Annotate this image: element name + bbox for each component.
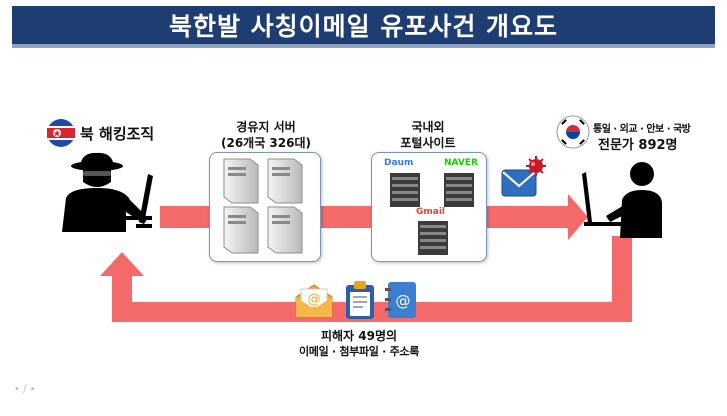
naver-logo: NAVER [444, 158, 478, 168]
arrow-servers-to-portals [320, 206, 372, 228]
korea-flag-icon [556, 115, 590, 149]
targets-line2: 전문가 892명 [598, 138, 678, 153]
malicious-email-icon [500, 156, 548, 202]
victims-line2: 이메일 · 첨부파일 · 주소록 [298, 345, 420, 358]
slide-dots: • ∕ • [14, 384, 36, 395]
attacker-label: 북 해킹조직 [80, 125, 155, 143]
email-envelope-icon: @ [294, 283, 334, 319]
page-title: 북한발 사칭이메일 유포사건 개요도 [12, 6, 715, 48]
arrow-portals-to-targets [486, 194, 588, 240]
server-tower-icons [223, 158, 303, 254]
attachment-clipboard-icon [342, 279, 378, 321]
gmail-logo: Gmail [416, 207, 446, 217]
server-tower-icon [223, 206, 259, 254]
address-book-icon: @ [384, 280, 418, 320]
portals-title: 국내외 [411, 120, 445, 134]
victims-line1: 피해자 49명의 [320, 329, 398, 343]
server-tower-icon [223, 158, 259, 204]
portal-server-icons [390, 173, 474, 255]
server-tower-icon [267, 206, 303, 254]
server-rack-icon [390, 173, 420, 207]
portals-panel: Daum NAVER Gmail [371, 152, 487, 262]
server-rack-icon [444, 173, 474, 207]
daum-logo: Daum [384, 158, 414, 168]
attacker-flag-icon [46, 118, 76, 148]
target-user-icon [576, 158, 676, 238]
servers-panel [209, 152, 321, 262]
servers-subtitle: (26개국 326대) [220, 136, 311, 150]
virus-icon [526, 156, 546, 176]
targets-line1: 통일 · 외교 · 안보 · 국방 [593, 124, 691, 135]
server-tower-icon [267, 158, 303, 204]
server-rack-icon [418, 221, 448, 255]
svg-text:@: @ [308, 292, 321, 307]
svg-text:@: @ [396, 292, 411, 310]
hacker-icon [52, 152, 162, 232]
portals-subtitle: 포털사이트 [400, 136, 456, 150]
arrow-attacker-to-servers [160, 206, 210, 228]
servers-title: 경유지 서버 [236, 120, 296, 134]
